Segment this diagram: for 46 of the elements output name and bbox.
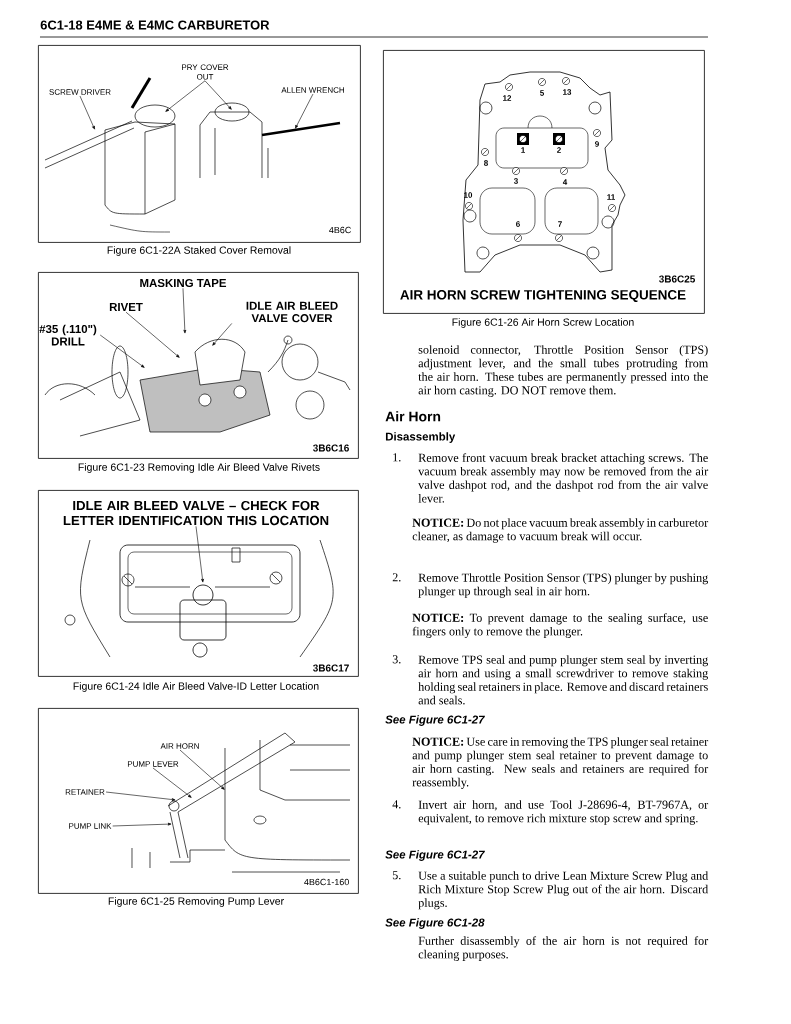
idle-air-bleed-valve-drawing <box>64 539 334 658</box>
notice-text: NOTICE: To prevent damage to the sealing surface, use fingers only to remove the plunger. <box>412 613 708 638</box>
page-header: 6C1-18 E4ME & E4MC CARBURETOR <box>40 20 270 30</box>
leader-line <box>105 791 176 801</box>
leader-line <box>99 334 145 368</box>
leader-line <box>79 95 95 130</box>
body-text: Remove front vacuum break bracket attaching screws. The vacuum break assembly may now be removed from the air valve dashpot rod, and the dashpot rod from the air valve lever. <box>418 453 709 503</box>
body-text: Further disassembly of the air horn is not required for cleaning purposes. <box>418 936 709 961</box>
callout-label: MASKING TAPE <box>140 278 227 288</box>
body-text: Remove Throttle Position Sensor (TPS) plunger by pushing plunger up through seal in air horn. <box>418 573 708 598</box>
callout-label: IDLE AIR BLEED VALVE COVER <box>246 301 338 323</box>
body-text: Use a suitable punch to drive Lean Mixture Screw Plug and Rich Mixture Stop Screw Plug out of the air horn. Discard plugs. <box>418 871 709 910</box>
figure-caption: Figure 6C1-22A Staked Cover Removal <box>107 246 291 256</box>
leader-line <box>125 311 180 358</box>
subsection-heading: Disassembly <box>385 432 456 443</box>
leader-line <box>212 323 233 346</box>
leader-line <box>179 749 225 790</box>
notice-text: NOTICE: Use care in removing the TPS plunger seal retainer and pump plunger stem seal retainer to prevent damage to air horn casting. New seals and retainers are required for reassembly. <box>412 737 709 789</box>
leader-line <box>152 767 192 798</box>
leader-line <box>165 80 206 112</box>
figure-reference: See Figure 6C1-28 <box>385 918 485 929</box>
figure-caption: Figure 6C1-24 Idle Air Bleed Valve-ID Letter Location <box>73 682 319 692</box>
callout-label: RIVET <box>109 303 143 311</box>
body-text: solenoid connector, Throttle Position Sensor (TPS) adjustment lever, and the small tubes protruding from the air horn. These tubes are permanently pressed into the air horn casting. DO NOT remove them. <box>418 345 709 397</box>
step-number: 5. <box>392 871 401 880</box>
leader-line <box>112 822 172 827</box>
callout-label: #35 (.110") DRILL <box>39 324 97 346</box>
figure-caption: Figure 6C1-25 Removing Pump Lever <box>108 897 284 907</box>
leader-line <box>195 526 204 583</box>
leader-line <box>182 287 187 334</box>
step-number: 1. <box>393 453 401 462</box>
figure-caption: Figure 6C1-23 Removing Idle Air Bleed Valve Rivets <box>78 463 320 473</box>
notice-text: NOTICE: Do not place vacuum break assembly in carburetor cleaner, as damage to vacuum break will occur. <box>412 518 709 543</box>
carburetor-drawing <box>44 335 351 437</box>
leader-line <box>204 80 232 110</box>
body-text: Invert air horn, and use Tool J-28696-4, BT-7967A, or equivalent, to remove rich mixture stop screw and spring. <box>418 800 709 825</box>
section-heading: Air Horn <box>385 411 441 422</box>
body-text: Remove TPS seal and pump plunger stem seal by inverting air horn and using a small screwdriver to remove staking holding seal retainers in place. Remove and discard retainers and seals. <box>418 655 708 705</box>
figure-caption: Figure 6C1-26 Air Horn Screw Location <box>452 318 634 328</box>
figure-reference: See Figure 6C1-27 <box>385 715 485 726</box>
step-number: 4. <box>392 800 401 809</box>
step-number: 3. <box>392 655 401 664</box>
figure-reference: See Figure 6C1-27 <box>385 850 485 861</box>
leader-line <box>295 93 314 129</box>
step-number: 2. <box>392 573 401 582</box>
callout-label: IDLE AIR BLEED VALVE – CHECK FOR LETTER IDENTIFICATION THIS LOCATION <box>63 500 329 526</box>
